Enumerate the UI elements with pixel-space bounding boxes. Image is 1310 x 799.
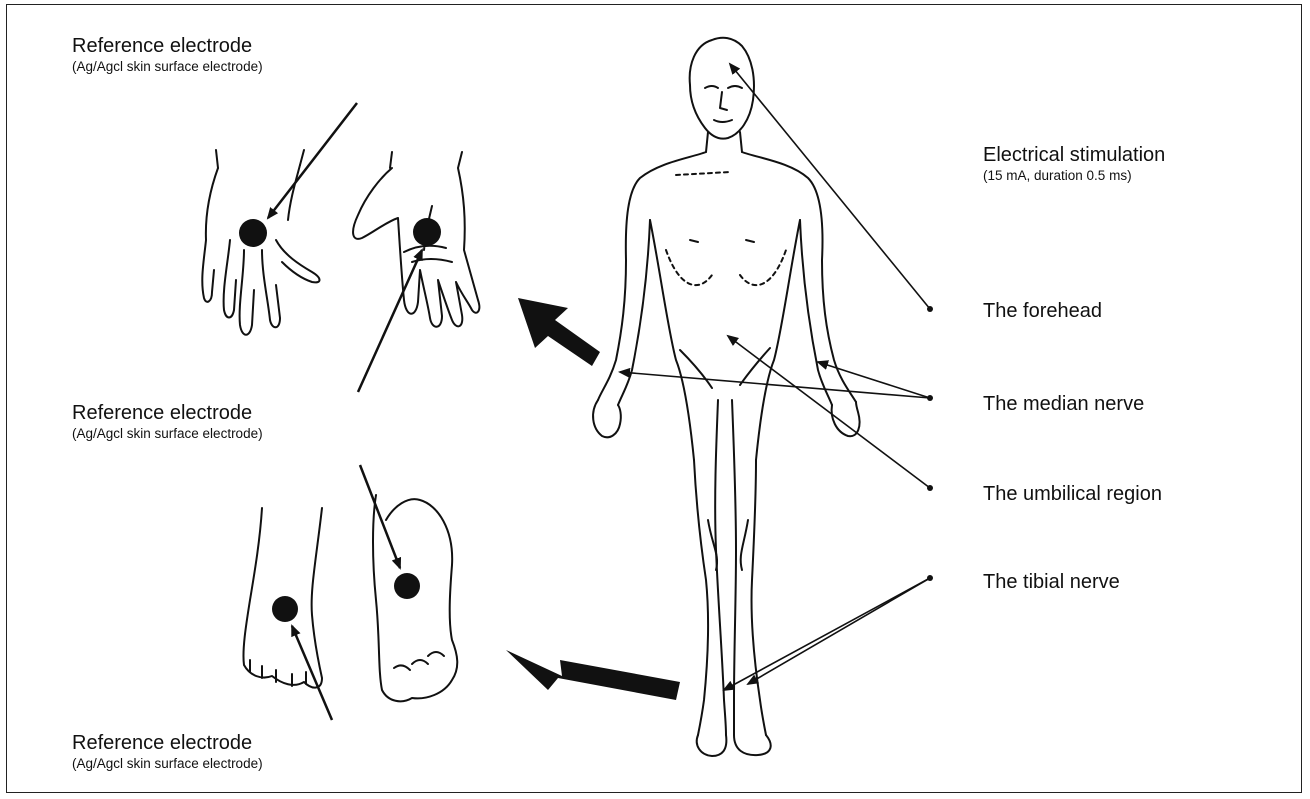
- site-label-umbilical-region: The umbilical region: [983, 482, 1162, 506]
- pointer-ref-foot-dorsal: [292, 626, 332, 720]
- torso-left: [598, 152, 706, 400]
- reference-electrode-title: Reference electrode: [72, 34, 263, 58]
- hand-dorsal: [202, 165, 319, 335]
- foot-plantar: [373, 495, 457, 701]
- pointer-ref-hand-dorsal: [268, 103, 357, 218]
- face-eyes: [705, 86, 742, 88]
- left-foot: [697, 735, 727, 756]
- hand-dorsal-wrist: [216, 150, 304, 168]
- anchor-dot-median: [927, 395, 933, 401]
- stimulation-pointers: [620, 64, 930, 690]
- right-inner-arm: [800, 220, 832, 405]
- left-hand: [593, 400, 621, 437]
- pointer-ref-hand-palmar: [358, 250, 422, 392]
- reference-electrode-subtitle: (Ag/Agcl skin surface electrode): [72, 58, 263, 76]
- thick-arrow-to-feet: [506, 650, 680, 700]
- reference-electrode-label-hand: Reference electrode (Ag/Agcl skin surfac…: [72, 34, 263, 76]
- face-mouth: [714, 120, 732, 122]
- right-leg-outer: [751, 460, 766, 735]
- electrical-stimulation-title: Electrical stimulation: [983, 143, 1165, 167]
- reference-pointers: [268, 103, 422, 720]
- face-nose: [720, 92, 727, 110]
- left-leg-outer: [694, 460, 708, 735]
- groin-lines: [680, 348, 770, 388]
- site-label-median-nerve: The median nerve: [983, 392, 1144, 416]
- head-outline: [690, 38, 754, 139]
- electrode-dot-hand-palmar: [413, 218, 441, 246]
- line-forehead: [730, 64, 930, 309]
- line-tibial-right: [748, 578, 930, 684]
- reference-electrode-subtitle: (Ag/Agcl skin surface electrode): [72, 755, 263, 773]
- anchor-dot-tibial: [927, 575, 933, 581]
- nipples: [690, 240, 754, 242]
- electrode-dot-foot-plantar: [394, 573, 420, 599]
- thick-arrow-to-hands: [518, 298, 600, 366]
- stimulation-anchor-dots: [927, 306, 933, 581]
- reference-electrode-title: Reference electrode: [72, 401, 263, 425]
- knee-detail: [708, 520, 748, 570]
- foot-dorsal-toes: [250, 660, 306, 686]
- electrical-stimulation-parameters: (15 mA, duration 0.5 ms): [983, 167, 1165, 185]
- line-median-left: [620, 372, 930, 398]
- waist-left: [650, 220, 694, 460]
- line-tibial-left: [724, 578, 930, 690]
- electrode-dot-hand-dorsal: [239, 219, 267, 247]
- region-arrows: [506, 298, 680, 700]
- line-umbilical: [728, 336, 930, 488]
- site-label-tibial-nerve: The tibial nerve: [983, 570, 1120, 594]
- site-label-forehead: The forehead: [983, 299, 1102, 323]
- electrical-stimulation-label: Electrical stimulation (15 mA, duration …: [983, 143, 1165, 185]
- electrode-dot-foot-dorsal: [272, 596, 298, 622]
- pointer-ref-foot-plantar: [360, 465, 400, 568]
- reference-electrode-label-foot: Reference electrode (Ag/Agcl skin surfac…: [72, 731, 263, 773]
- foot-plantar-toes: [394, 652, 444, 670]
- torso-right: [742, 152, 856, 402]
- anchor-dot-forehead: [927, 306, 933, 312]
- reference-electrode-title: Reference electrode: [72, 731, 263, 755]
- anchor-dot-umbilical: [927, 485, 933, 491]
- human-body-figure: [593, 38, 859, 756]
- right-foot: [734, 735, 771, 755]
- reference-electrode-label-middle: Reference electrode (Ag/Agcl skin surfac…: [72, 401, 263, 443]
- reference-electrode-subtitle: (Ag/Agcl skin surface electrode): [72, 425, 263, 443]
- chest-lines: [666, 172, 786, 285]
- foot-illustrations: [243, 495, 457, 701]
- waist-right: [756, 220, 800, 460]
